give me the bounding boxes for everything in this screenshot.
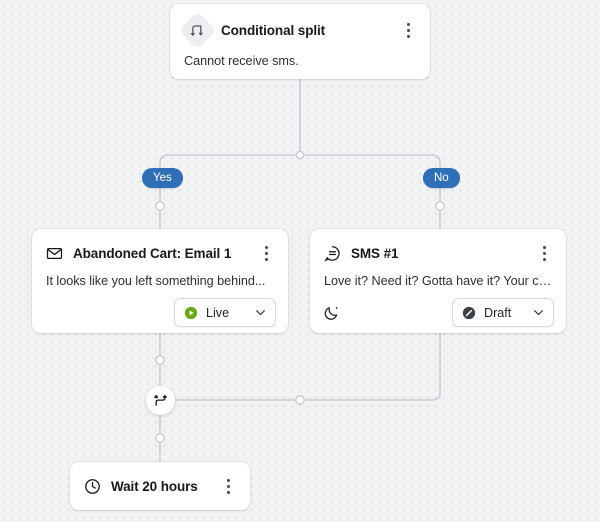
node-wait[interactable]: Wait 20 hours (70, 462, 250, 510)
edge-sms-to-merge (174, 332, 441, 401)
chat-bubble-icon (324, 245, 341, 262)
slash-circle-icon (462, 306, 476, 320)
wait-header: Wait 20 hours (70, 462, 250, 497)
node-merge[interactable] (146, 386, 175, 415)
merge-paths-icon (153, 393, 168, 408)
sms-body: Love it? Need it? Gotta have it? Your ca… (324, 274, 566, 288)
conditional-split-header: Conditional split (170, 4, 430, 50)
edge-handle-split (295, 150, 305, 160)
node-email[interactable]: Abandoned Cart: Email 1 It looks like yo… (32, 229, 288, 333)
sms-header: SMS #1 (310, 229, 566, 264)
email-header: Abandoned Cart: Email 1 (32, 229, 288, 264)
edge-handle-merge-in (295, 395, 305, 405)
edge-handle-no (435, 201, 445, 211)
node-conditional-split[interactable]: Conditional split Cannot receive sms. (170, 4, 430, 79)
edge-branch-bus (159, 154, 441, 201)
node-sms[interactable]: SMS #1 Love it? Need it? Gotta have it? … (310, 229, 566, 333)
sms-status-dropdown[interactable]: Draft (452, 298, 554, 327)
chevron-down-icon (532, 306, 545, 319)
moon-icon (324, 305, 340, 321)
conditional-split-body: Cannot receive sms. (184, 54, 299, 68)
branch-pill-yes[interactable]: Yes (142, 168, 183, 188)
branch-pill-no[interactable]: No (423, 168, 460, 188)
envelope-icon (46, 245, 63, 262)
sms-title: SMS #1 (351, 245, 399, 261)
chevron-down-icon (254, 306, 267, 319)
conditional-split-kebab-menu[interactable] (398, 20, 418, 42)
email-status-dropdown[interactable]: Live (174, 298, 276, 327)
clock-icon (84, 478, 101, 495)
sms-status-label: Draft (484, 305, 512, 320)
email-title: Abandoned Cart: Email 1 (73, 245, 232, 261)
wait-kebab-menu[interactable] (218, 475, 238, 497)
sms-footer: Draft (310, 288, 566, 339)
email-footer: Live (32, 288, 288, 339)
email-kebab-menu[interactable] (256, 242, 276, 264)
split-branch-icon (178, 11, 217, 50)
email-body: It looks like you left something behind.… (46, 274, 266, 288)
edge-handle-yes (155, 201, 165, 211)
edge-handle-merge-out (155, 433, 165, 443)
email-status-label: Live (206, 305, 230, 320)
conditional-split-title: Conditional split (221, 23, 326, 38)
edge-handle-email-out (155, 355, 165, 365)
wait-title: Wait 20 hours (111, 478, 198, 494)
play-circle-icon (184, 306, 198, 320)
sms-kebab-menu[interactable] (534, 242, 554, 264)
